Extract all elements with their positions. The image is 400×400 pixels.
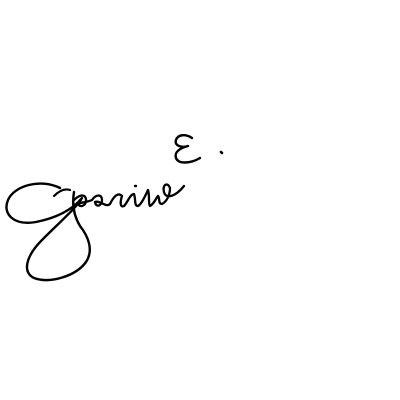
signature-e-initial	[174, 134, 202, 164]
signature-script-letters	[72, 183, 186, 208]
signature-strokes	[5, 134, 224, 282]
signature-j-loop	[5, 182, 91, 282]
signature-period	[219, 150, 224, 155]
signature-j-start	[52, 188, 72, 198]
